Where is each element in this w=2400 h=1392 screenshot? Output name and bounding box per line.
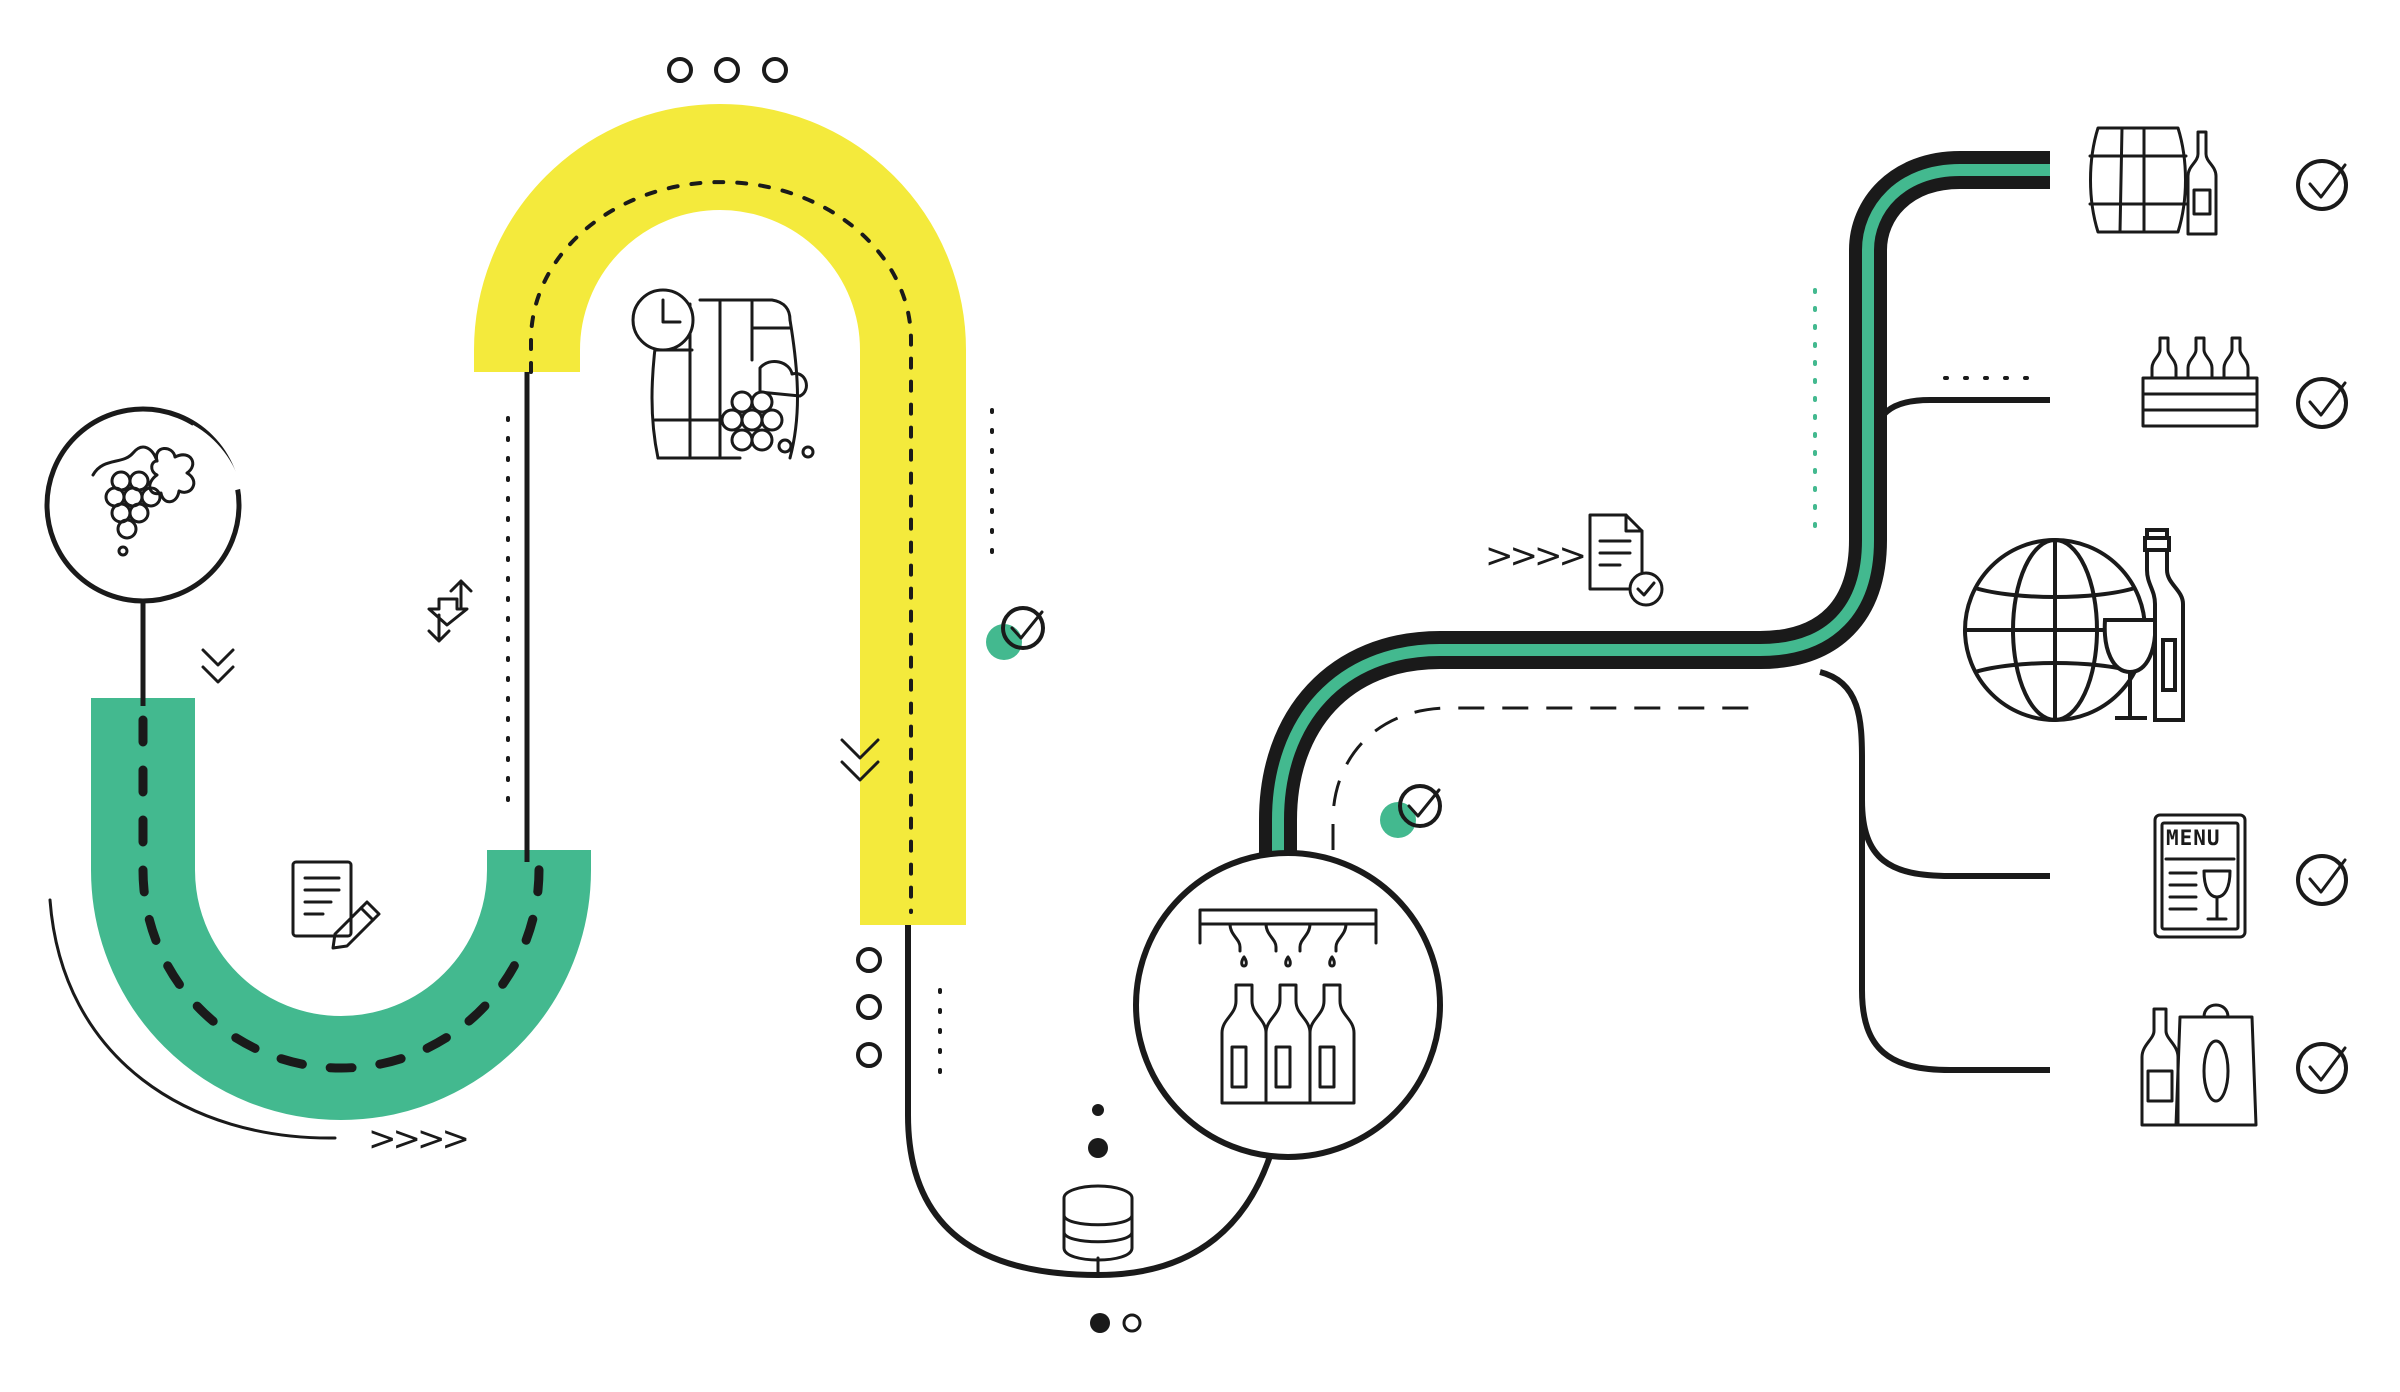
down-chevrons-icon [840,738,880,782]
storage-connector [905,925,1275,1279]
dashed-guide [1331,706,1765,850]
barrel-bottle-icon [2088,126,2218,236]
bottle-crate-icon [2141,336,2259,428]
forward-chevrons: >>>> [1485,536,1583,576]
check-circle-icon [1380,784,1442,838]
flow-arc-line [48,898,337,1140]
bottling-node [1133,850,1443,1160]
clock-barrel-grapes-icon [631,288,815,460]
menu-label: MENU [2166,826,2221,850]
progress-dots [856,947,882,1068]
document-check-icon [1588,513,1664,607]
distribution-road-segment [1259,151,2050,855]
check-icon [2296,159,2348,211]
distribution-branches [1819,397,2050,1073]
check-icon [2296,1042,2348,1094]
storage-dots [1088,1104,1142,1333]
down-chevrons-icon [201,648,235,684]
check-icon [2296,854,2348,906]
aging-road-segment [474,104,966,925]
menu-card-icon: MENU [2153,813,2247,939]
check-circle-icon [986,606,1045,660]
forward-chevrons: >>>> [368,1119,466,1159]
grapes-icon [91,445,196,557]
bottling-line-icon [1198,908,1378,1105]
top-dots [667,57,788,83]
document-edit-icon [291,860,381,950]
check-icon [2296,377,2348,429]
harvest-road-segment [91,698,591,1120]
swap-arrows-icon [427,579,473,643]
globe-wine-icon [1963,528,2185,722]
database-icon [1062,1184,1134,1278]
shopping-bag-bottle-icon [2140,1003,2258,1127]
